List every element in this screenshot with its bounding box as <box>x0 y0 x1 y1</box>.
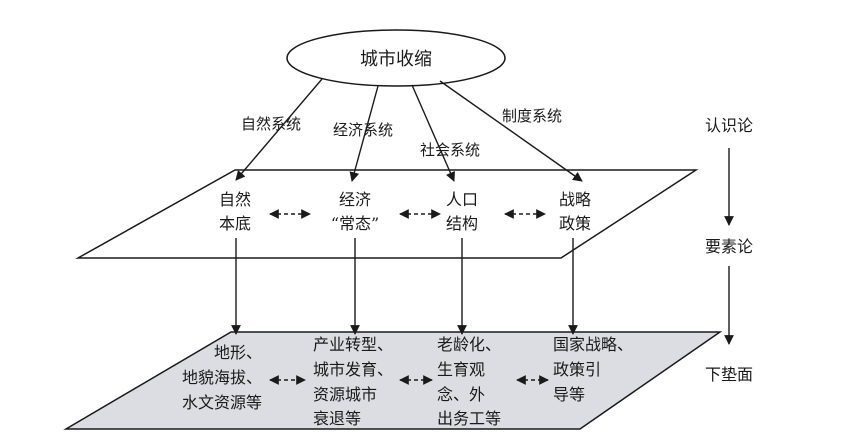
level-label-ground: 下垫面 <box>705 365 753 384</box>
svg-text:生育观: 生育观 <box>437 360 485 379</box>
svg-text:国家战略、: 国家战略、 <box>553 335 633 354</box>
svg-text:自然: 自然 <box>219 190 251 209</box>
level-label-elements: 要素论 <box>705 237 753 256</box>
svg-text:本底: 本底 <box>219 214 251 233</box>
svg-text:“常态”: “常态” <box>331 214 379 233</box>
svg-text:水文资源等: 水文资源等 <box>182 393 262 412</box>
svg-text:产业转型、: 产业转型、 <box>313 335 393 354</box>
svg-text:地形、: 地形、 <box>214 343 262 362</box>
system-arrow-institutional <box>439 80 583 182</box>
svg-text:出务工等: 出务工等 <box>437 409 501 428</box>
system-arrow-natural <box>235 78 323 181</box>
element-population-structure: 人口 结构 <box>446 190 478 233</box>
system-label-economic: 经济系统 <box>333 121 393 139</box>
svg-text:地貌海拔、: 地貌海拔、 <box>182 368 262 387</box>
root-label: 城市收缩 <box>360 49 432 70</box>
element-economic-normal: 经济 “常态” <box>331 190 379 233</box>
system-arrow-economic <box>349 85 379 182</box>
ground-terrain: 地形、 地貌海拔、 水文资源等 <box>182 343 262 412</box>
ground-policy: 国家战略、 政策引 导等 <box>553 335 633 404</box>
svg-text:政策: 政策 <box>559 214 591 233</box>
svg-text:念、外: 念、外 <box>437 385 485 404</box>
system-label-social: 社会系统 <box>420 141 480 159</box>
ground-demography: 老龄化、 生育观 念、外 出务工等 <box>437 335 501 428</box>
system-label-institutional: 制度系统 <box>502 107 562 125</box>
system-arrow-social <box>411 84 455 182</box>
svg-text:结构: 结构 <box>446 214 478 233</box>
system-label-natural: 自然系统 <box>241 115 301 133</box>
svg-text:老龄化、: 老龄化、 <box>437 335 501 354</box>
svg-text:资源城市: 资源城市 <box>313 385 377 404</box>
svg-text:经济: 经济 <box>339 190 371 209</box>
svg-text:衰退等: 衰退等 <box>313 409 361 428</box>
ground-industry: 产业转型、 城市发育、 资源城市 衰退等 <box>313 335 393 428</box>
element-natural-base: 自然 本底 <box>219 190 251 233</box>
element-plane <box>75 169 699 259</box>
level-label-epistemology: 认识论 <box>705 116 753 135</box>
root-ellipse <box>286 29 506 87</box>
svg-text:政策引: 政策引 <box>553 360 601 379</box>
ground-plane <box>63 331 723 430</box>
svg-text:战略: 战略 <box>559 190 591 209</box>
svg-text:导等: 导等 <box>553 385 585 404</box>
element-strategy-policy: 战略 政策 <box>559 190 591 233</box>
svg-text:人口: 人口 <box>446 190 478 209</box>
svg-text:城市发育、: 城市发育、 <box>313 360 393 379</box>
